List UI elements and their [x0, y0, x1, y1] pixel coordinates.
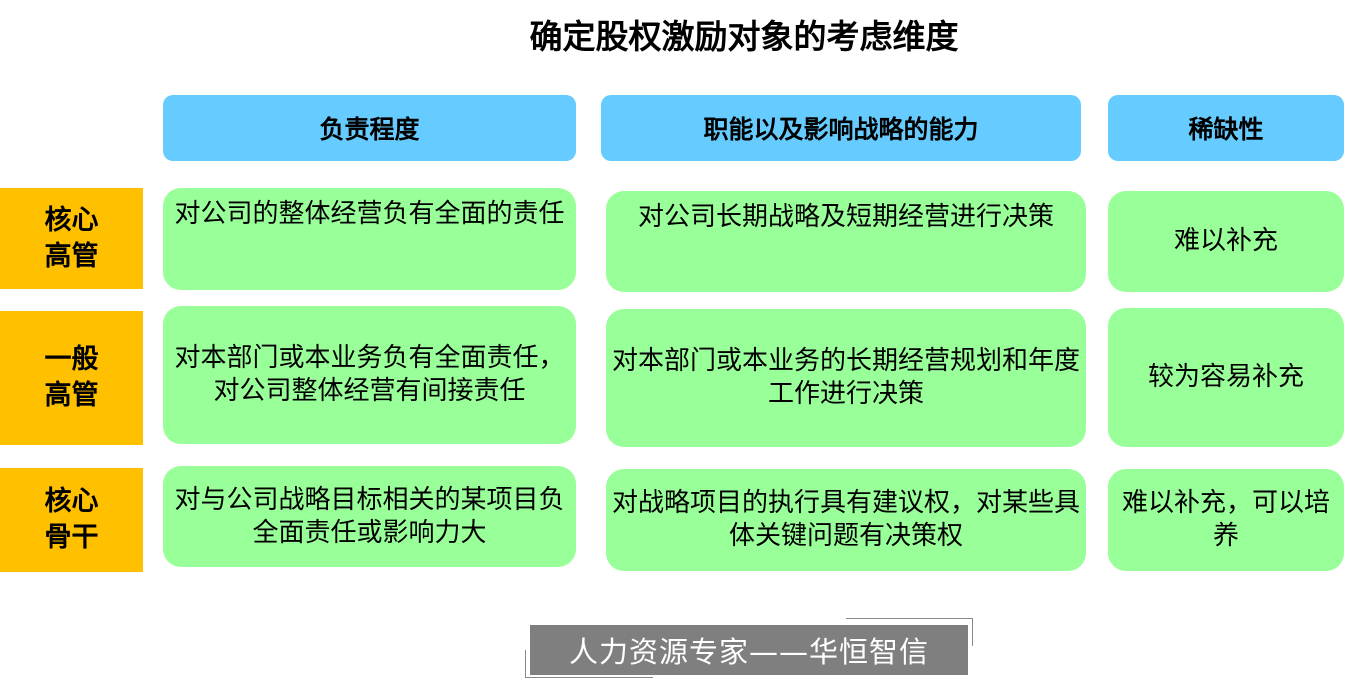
cell: 难以补充，可以培养 — [1108, 469, 1344, 571]
column-header-scarcity: 稀缺性 — [1108, 95, 1344, 161]
cell: 对本部门或本业务的长期经营规划和年度工作进行决策 — [606, 309, 1086, 447]
footer-corner-line — [846, 618, 973, 619]
row-label-core-executive: 核心 高管 — [0, 188, 143, 289]
cell: 较为容易补充 — [1108, 308, 1344, 447]
cell: 对公司长期战略及短期经营进行决策 — [606, 191, 1086, 292]
column-header-responsibility: 负责程度 — [163, 95, 576, 161]
footer-corner-line — [525, 677, 653, 678]
cell: 对战略项目的执行具有建议权，对某些具体关键问题有决策权 — [606, 469, 1086, 571]
cell: 对公司的整体经营负有全面的责任 — [163, 188, 576, 290]
cell: 难以补充 — [1108, 191, 1344, 292]
column-header-function: 职能以及影响战略的能力 — [601, 95, 1081, 161]
row-label-general-executive: 一般 高管 — [0, 311, 143, 445]
footer-banner: 人力资源专家——华恒智信 — [530, 625, 968, 675]
cell: 对本部门或本业务负有全面责任，对公司整体经营有间接责任 — [163, 306, 576, 444]
cell: 对与公司战略目标相关的某项目负全面责任或影响力大 — [163, 466, 576, 567]
footer-corner-line — [972, 618, 973, 646]
footer-corner-line — [525, 650, 526, 677]
diagram-title: 确定股权激励对象的考虑维度 — [529, 17, 959, 56]
row-label-core-staff: 核心 骨干 — [0, 468, 143, 572]
